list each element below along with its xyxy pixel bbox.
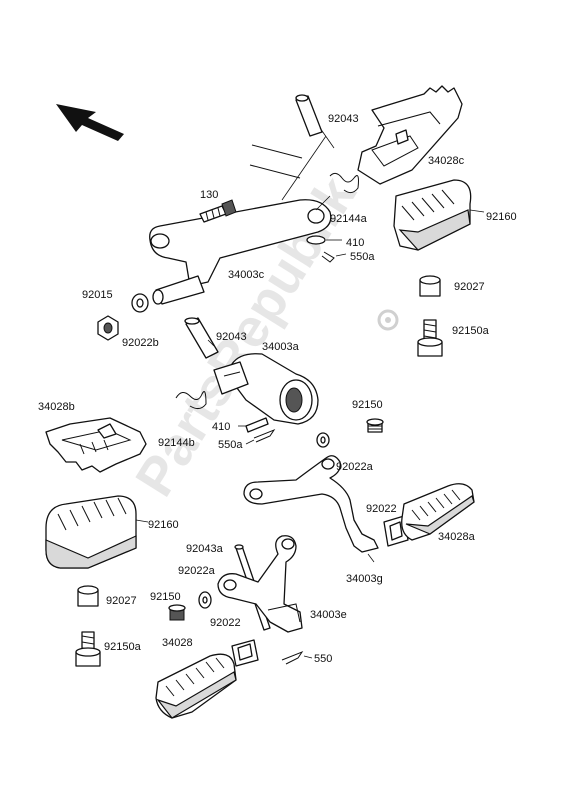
label-34028: 34028 <box>162 637 193 649</box>
footpeg-rubber-92160-bot <box>45 495 149 569</box>
label-92022a-bot: 92022a <box>178 565 216 577</box>
label-130: 130 <box>200 189 218 201</box>
label-92144a: 92144a <box>330 213 368 225</box>
label-92160-top: 92160 <box>486 211 517 223</box>
footpeg-34028a <box>401 483 475 541</box>
pin-92043-top <box>281 94 335 201</box>
nut-92015 <box>97 315 119 341</box>
pin-92043-mid <box>184 317 219 359</box>
brake-pedal-34003c <box>149 112 332 305</box>
washer-92022a-mid <box>316 432 330 448</box>
label-92043-top: 92043 <box>328 113 359 125</box>
label-34003g: 34003g <box>346 573 383 585</box>
label-410-mid: 410 <box>212 421 230 433</box>
cotter-550 <box>281 650 313 665</box>
label-92015: 92015 <box>82 289 113 301</box>
label-92022a-mid: 92022a <box>336 461 374 473</box>
nut-92027-top <box>419 275 441 297</box>
washer-92022b <box>131 293 149 313</box>
washer-92022a-bot <box>198 591 212 609</box>
washer-410-top <box>306 235 342 245</box>
footpeg-34028b <box>45 417 147 473</box>
footpeg-rubber-92160-top <box>393 179 485 251</box>
spring-92144a <box>315 172 359 211</box>
retainer-92022-bot <box>231 639 259 667</box>
footpeg-34028 <box>155 653 237 719</box>
label-92027-bot: 92027 <box>106 595 137 607</box>
label-92150-mid: 92150 <box>352 399 383 411</box>
cotter-550a-mid <box>245 428 276 445</box>
bolt-130 <box>199 199 237 223</box>
label-92144b: 92144b <box>158 437 195 449</box>
nut-92027-bot <box>77 585 99 607</box>
label-92022-bot: 92022 <box>210 617 241 629</box>
label-34028a: 34028a <box>438 531 476 543</box>
label-92022b: 92022b <box>122 337 159 349</box>
label-92022-right: 92022 <box>366 503 397 515</box>
bolt-92150-bot <box>168 604 186 621</box>
front-direction-arrow-icon <box>56 104 124 141</box>
label-34003a: 34003a <box>262 341 300 353</box>
label-92027-top: 92027 <box>454 281 485 293</box>
label-92043a: 92043a <box>186 543 224 555</box>
label-550a-top: 550a <box>350 251 375 263</box>
cotter-550a-top <box>321 251 347 263</box>
label-550a-mid: 550a <box>218 439 243 451</box>
label-34028c: 34028c <box>428 155 465 167</box>
washer-410-mid <box>238 417 269 433</box>
arm-34003e <box>217 535 303 633</box>
label-34003e: 34003e <box>310 609 347 621</box>
label-550: 550 <box>314 653 332 665</box>
label-92043-mid: 92043 <box>216 331 247 343</box>
arm-34003g <box>243 455 379 563</box>
gear-watermark-icon <box>377 309 399 331</box>
label-34028b: 34028b <box>38 401 75 413</box>
label-92160-bot: 92160 <box>148 519 179 531</box>
part-labels: 92043 34028c 130 92144a 92160 410 550a 3… <box>38 113 517 665</box>
bolt-92150a-bot <box>75 631 101 667</box>
bolt-92150-mid <box>366 418 384 433</box>
label-34003c: 34003c <box>228 269 265 281</box>
spring-92144b <box>175 391 207 410</box>
bolt-92150a-top <box>417 319 443 357</box>
footpeg-34028c <box>357 85 463 185</box>
bracket-34003a <box>213 353 319 425</box>
label-410-top: 410 <box>346 237 364 249</box>
label-92150a-top: 92150a <box>452 325 490 337</box>
label-92150a-bot: 92150a <box>104 641 142 653</box>
label-92150-bot: 92150 <box>150 591 181 603</box>
